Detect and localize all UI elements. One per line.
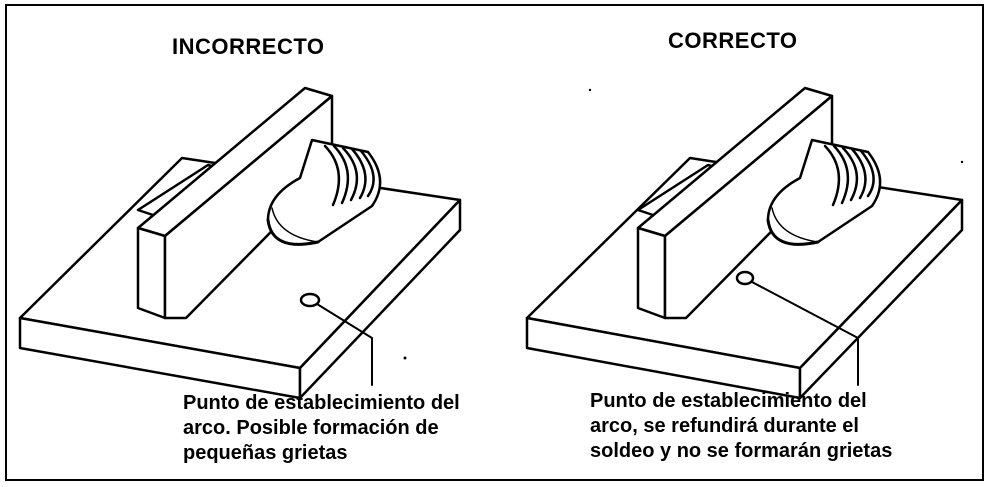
incorrect-weld-illustration <box>18 86 462 400</box>
left-upright-side <box>163 94 334 320</box>
incorrect-caption-line-3: pequeñas grietas <box>183 442 348 464</box>
incorrect-caption: Punto de establecimiento del arco. Posib… <box>183 391 460 466</box>
right-base-plate-side <box>798 198 964 400</box>
left-base-plate-side <box>298 198 462 400</box>
right-leader-line <box>751 281 859 386</box>
right-arc-start-point <box>735 270 755 286</box>
correct-weld-illustration <box>525 86 964 400</box>
correct-caption: Punto de establecimiento del arco, se re… <box>590 389 892 464</box>
left-weld-bead <box>266 138 382 246</box>
incorrect-caption-line-2: arco. Posible formación de <box>183 417 439 439</box>
correct-caption-line-3: soldeo y no se formarán grietas <box>590 440 893 462</box>
left-upright-front <box>136 226 167 320</box>
incorrect-caption-line-1: Punto de establecimiento del <box>183 392 460 414</box>
correct-caption-line-2: arco, se refundirá durante el <box>590 415 859 437</box>
incorrect-title: INCORRECTO <box>172 34 325 59</box>
left-arc-start-point <box>299 292 321 308</box>
correct-title: CORRECTO <box>668 28 798 53</box>
right-weld-bead <box>766 138 882 246</box>
right-upright-front <box>636 226 667 320</box>
left-leader-line <box>316 303 373 386</box>
right-upright-side <box>663 94 834 320</box>
correct-caption-line-1: Punto de establecimiento del <box>590 390 867 412</box>
